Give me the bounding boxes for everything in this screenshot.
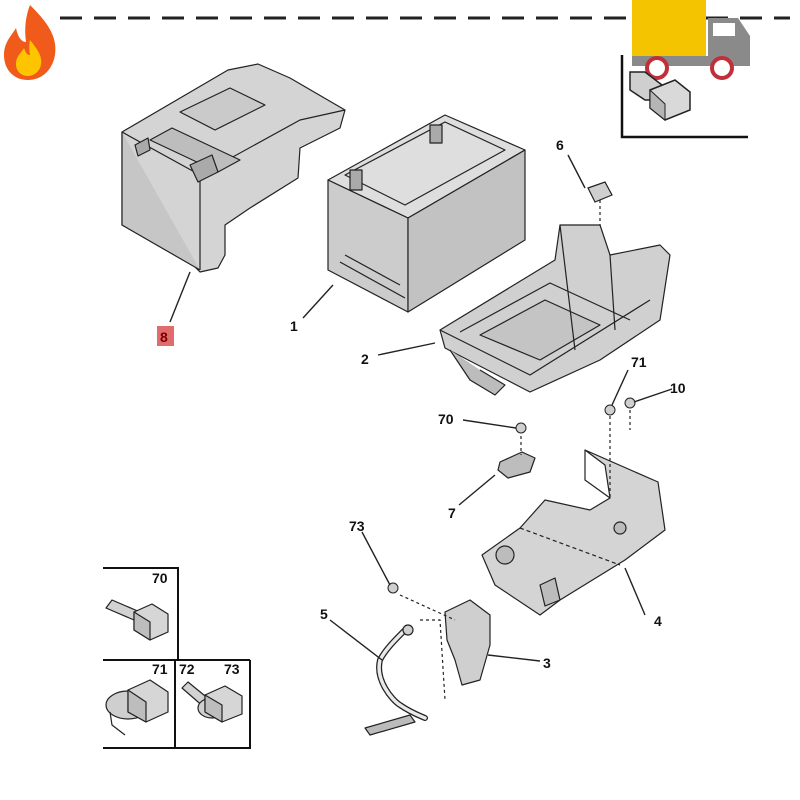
callout-8: 8: [160, 329, 168, 345]
callout-6: 6: [556, 137, 564, 153]
table-label-72: 72: [179, 661, 195, 677]
fastener-table: [103, 567, 251, 749]
table-label-73: 73: [224, 661, 240, 677]
callout-73: 73: [349, 518, 365, 534]
callout-7: 7: [448, 505, 456, 521]
bolt-72-73-drawing: [181, 681, 243, 723]
part-1-battery: [327, 114, 526, 313]
part-3-cable-bracket: [399, 594, 491, 701]
callout-71: 71: [631, 354, 647, 370]
part-2-battery-tray: [439, 224, 671, 396]
part-7-pad: [497, 436, 536, 479]
flame-icon: [4, 5, 56, 80]
callout-5: 5: [320, 606, 328, 622]
table-label-70: 70: [152, 570, 168, 586]
callout-1: 1: [290, 318, 298, 334]
bolt-71-drawing: [105, 679, 169, 736]
bolt-70-drawing: [105, 599, 169, 641]
bolt-73: [387, 582, 399, 594]
part-4-bracket: [481, 410, 666, 616]
callout-10: 10: [670, 380, 686, 396]
bolt-71: [604, 404, 616, 416]
callout-3: 3: [543, 655, 551, 671]
leader-lines: [169, 154, 673, 662]
bolt-icon: [620, 55, 748, 139]
callout-2: 2: [361, 351, 369, 367]
callout-70: 70: [438, 411, 454, 427]
callout-8-highlight: 8: [157, 326, 174, 346]
bolt-10: [624, 397, 636, 409]
callout-4: 4: [654, 613, 662, 629]
table-label-71: 71: [152, 661, 168, 677]
part-8-battery-cover: [121, 63, 346, 273]
bolt-70: [515, 422, 527, 434]
truck-icon: [632, 0, 750, 80]
part-5-ground-cable: [364, 624, 428, 736]
